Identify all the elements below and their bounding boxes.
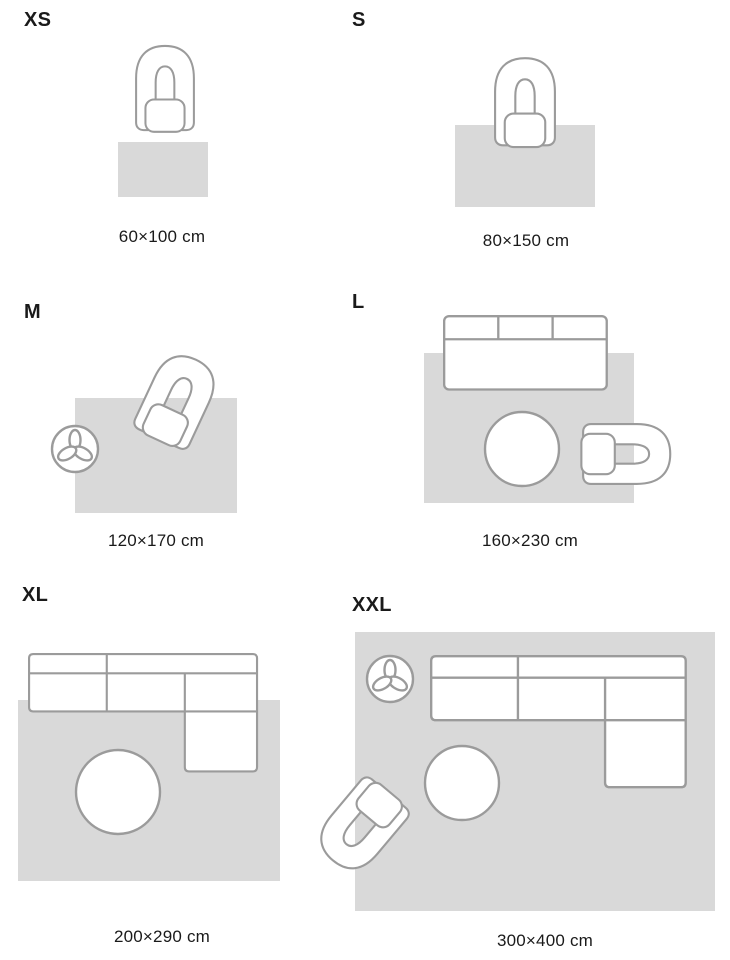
sofa-icon — [443, 315, 608, 391]
scene-m-illustration — [50, 346, 237, 513]
size-card-xxl: XXL 300×400 cm — [308, 575, 730, 960]
size-card-s: S 80×150 cm — [330, 0, 730, 270]
size-label-l: L — [352, 291, 365, 313]
size-label-xs: XS — [24, 9, 52, 31]
rug-shape — [118, 142, 208, 197]
coffee-table-icon — [74, 748, 162, 836]
size-caption-s: 80×150 cm — [482, 231, 570, 250]
coffee-table-icon — [423, 744, 501, 822]
armchair-icon — [135, 44, 195, 133]
scene-s-illustration — [455, 57, 595, 207]
coffee-table-icon — [483, 410, 561, 488]
size-caption-m: 120×170 cm — [107, 531, 205, 550]
size-card-xs: XS 60×100 cm — [0, 0, 330, 270]
size-label-m: M — [24, 301, 41, 323]
size-card-xl: XL 200×290 cm — [0, 575, 330, 960]
scene-xs-illustration — [118, 44, 208, 197]
armchair-icon — [494, 57, 556, 149]
size-caption-xs: 60×100 cm — [118, 227, 206, 246]
size-caption-xl: 200×290 cm — [113, 927, 211, 946]
size-label-xxl: XXL — [352, 594, 392, 616]
size-card-l: L 160×230 cm — [330, 288, 730, 570]
scene-xl-illustration — [18, 653, 280, 881]
scene-l-illustration — [424, 315, 672, 503]
size-caption-xxl: 300×400 cm — [496, 931, 594, 950]
scene-xxl-illustration — [308, 632, 715, 911]
size-label-xl: XL — [22, 584, 49, 606]
plant-icon — [365, 654, 415, 704]
size-caption-l: 160×230 cm — [481, 531, 579, 550]
plant-icon — [50, 424, 100, 474]
size-label-s: S — [352, 9, 366, 31]
size-card-m: M 120×170 cm — [0, 288, 330, 570]
